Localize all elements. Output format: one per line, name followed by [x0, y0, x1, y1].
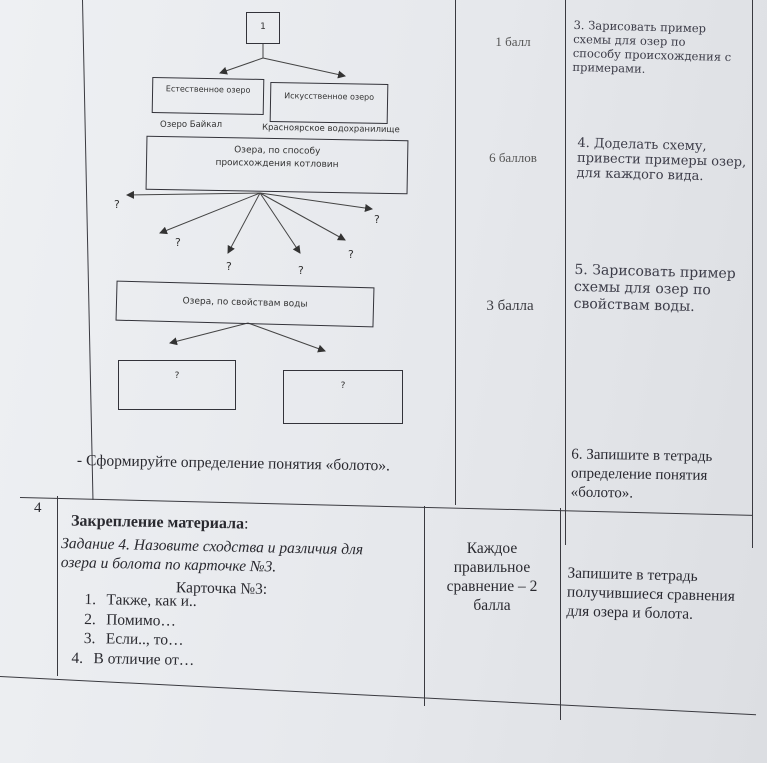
comparison-list: 1. Также, как и.. 2. Помимо… 3. Если.., то……: [71, 590, 197, 670]
qmark-3: ?: [226, 260, 232, 273]
list-item-number: 4.: [71, 649, 84, 667]
diagram-top-box-label: 1: [260, 22, 266, 32]
row4-title: Закрепление материала: [70, 512, 245, 533]
qmark-2: ?: [175, 236, 181, 249]
artificial-lake-box: Искусственное озеро: [269, 81, 389, 125]
example-natural: Озеро Байкал: [160, 120, 223, 130]
water-box: Озера, по свойствам воды: [115, 280, 375, 328]
origin-box: Озера, по способу происхождения котловин: [145, 135, 409, 195]
qmark-5: ?: [348, 248, 354, 261]
origin-box-label: Озера, по способу происхождения котловин: [215, 145, 339, 171]
water-answer-right-label: ?: [340, 381, 346, 391]
row4-number-divider: [57, 496, 58, 676]
points-1: 1 балл: [495, 34, 531, 49]
points-3: 3 балла: [486, 298, 534, 314]
list-item-text: Помимо…: [106, 610, 177, 630]
list-item: 1. Также, как и..: [84, 590, 197, 611]
task-3: 3. Зарисовать пример схемы для озер по с…: [572, 17, 732, 76]
row4-title-wrap: Закрепление материала:: [71, 512, 249, 533]
row4-title-colon: :: [243, 515, 249, 533]
qmark-6: ?: [374, 213, 380, 226]
task-6: 6. Запишите в тетрадь определение поняти…: [570, 446, 713, 502]
row4-divider-1: [424, 506, 425, 706]
list-item-text: В отличие от…: [93, 649, 195, 669]
task-5: 5. Зарисовать пример схемы для озер по с…: [573, 261, 736, 316]
row4-divider-2: [560, 508, 561, 720]
qmark-1: ?: [114, 198, 120, 211]
water-answer-left-label: ?: [174, 371, 180, 381]
qmark-4: ?: [298, 264, 304, 277]
column-divider-right: [752, 0, 753, 548]
natural-lake-label: Естественное озеро: [165, 84, 251, 95]
points-4: Каждое правильное сравнение – 2 балла: [446, 540, 538, 614]
natural-lake-box: Естественное озеро: [151, 77, 265, 115]
diagram-top-box: 1: [246, 12, 280, 44]
water-answer-box-left: ?: [118, 360, 236, 410]
column-divider-2: [565, 0, 566, 545]
row4-assignment: Задание 4. Назовите сходства и различия …: [60, 535, 364, 576]
task-4: 4. Доделать схему, привести примеры озер…: [576, 135, 747, 185]
list-item-number: 1.: [84, 591, 97, 609]
task-7: Запишите в тетрадь получившиеся сравнени…: [566, 564, 736, 623]
list-item: 3. Если.., то…: [84, 629, 197, 650]
water-box-label: Озера, по свойствам воды: [182, 296, 308, 310]
list-item-text: Если.., то…: [105, 630, 184, 649]
points-2: 6 баллов: [489, 150, 537, 165]
list-item-number: 3.: [83, 629, 96, 648]
artificial-lake-label: Искусственное озеро: [284, 91, 375, 102]
column-divider-1: [455, 0, 456, 505]
water-answer-box-right: ?: [283, 370, 403, 424]
list-item: 2. Помимо…: [84, 610, 197, 631]
list-item-number: 2.: [84, 610, 96, 628]
row4-number: 4: [34, 500, 42, 516]
list-item: 4. В отличие от…: [71, 648, 196, 670]
list-item-text: Также, как и..: [106, 591, 197, 610]
